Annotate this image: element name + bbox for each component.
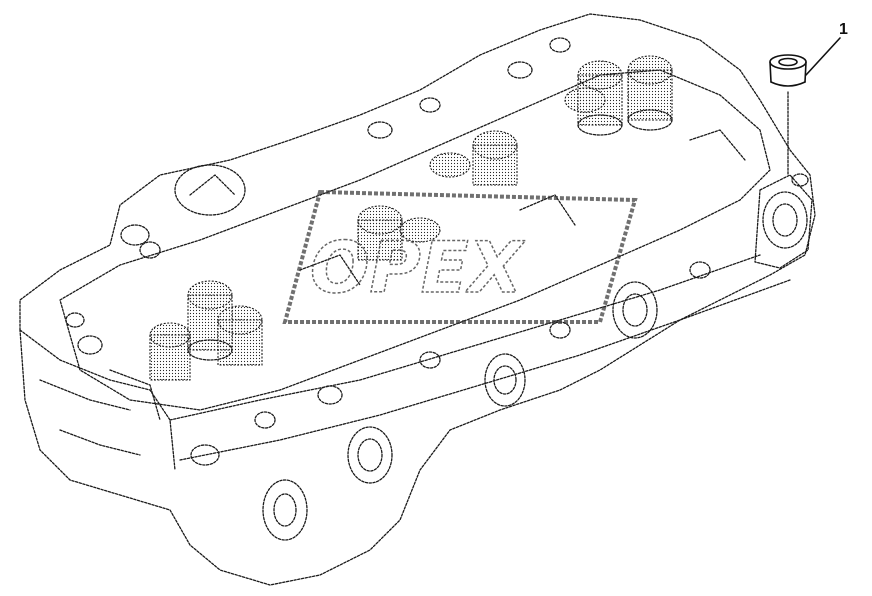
watermark-text: OPEX	[310, 227, 526, 309]
port-openings	[190, 261, 711, 541]
cylinder-head-body	[19, 13, 816, 586]
valve-springs	[149, 55, 673, 381]
watermark: OPEX	[282, 189, 638, 324]
part-1-cap	[769, 37, 841, 176]
deck-features	[65, 37, 746, 421]
callout-1: 1	[839, 21, 848, 38]
